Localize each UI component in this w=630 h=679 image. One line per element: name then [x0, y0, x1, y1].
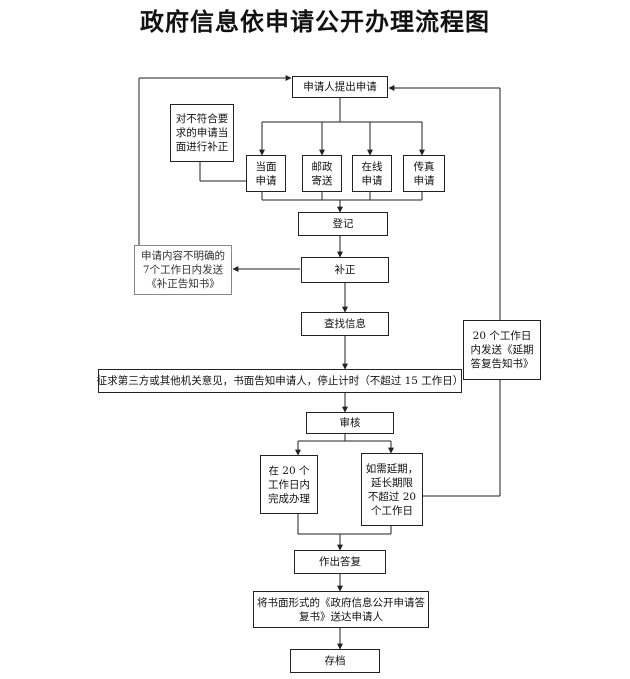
- reply-node: 作出答复: [294, 550, 386, 574]
- unclear-notice-node: 申请内容不明确的 7个工作日内发送 《补正告知书》: [134, 245, 232, 295]
- archive-node: 存档: [290, 649, 380, 673]
- online-apply-node: 在线 申请: [352, 155, 392, 192]
- page-title: 政府信息依申请公开办理流程图: [140, 7, 490, 36]
- extension-notice-node: 20 个工作日 内发送《延期 答复告知书》: [463, 320, 541, 380]
- extension-node: 如需延期， 延长期限 不超过 20 个工作日: [361, 453, 423, 526]
- fax-apply-node: 传真 申请: [403, 155, 445, 192]
- search-node: 查找信息: [301, 312, 389, 336]
- correct-on-spot-node: 对不符合要 求的申请当 面进行补正: [170, 104, 234, 162]
- deliver-node: 将书面形式的《政府信息公开申请答 复书》送达申请人: [253, 591, 429, 628]
- register-node: 登记: [298, 212, 388, 236]
- in-person-apply-node: 当面 申请: [246, 155, 286, 192]
- supplement-node: 补正: [301, 257, 389, 283]
- review-node: 审核: [306, 412, 394, 434]
- within-20-days-node: 在 20 个 工作日内 完成办理: [260, 455, 318, 514]
- third-party-node: 征求第三方或其他机关意见，书面告知申请人，停止计时（不超过 15 工作日）: [97, 369, 463, 393]
- mail-apply-node: 邮政 寄送: [302, 155, 342, 192]
- apply-node: 申请人提出申请: [292, 76, 388, 98]
